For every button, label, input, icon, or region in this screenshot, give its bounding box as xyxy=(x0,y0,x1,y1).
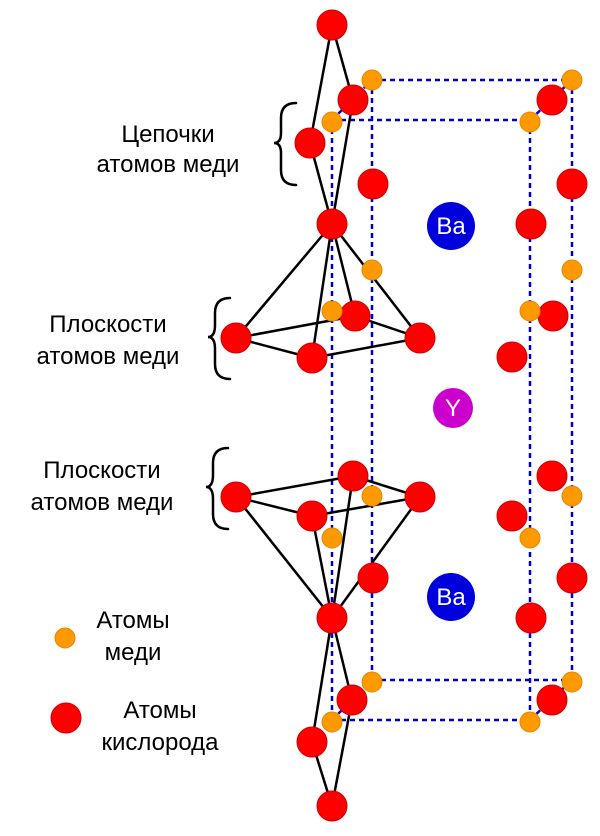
planes-lower-label-line2: атомов меди xyxy=(31,489,174,516)
oxygen-atom xyxy=(316,9,348,41)
planes-upper-label-line2: атомов меди xyxy=(37,343,180,370)
oxygen-atom xyxy=(515,602,547,634)
legend: Атомы меди Атомы кислорода xyxy=(50,607,219,756)
copper-atom xyxy=(321,527,343,549)
oxygen-atom xyxy=(316,208,348,240)
copper-atoms xyxy=(321,69,583,733)
copper-atom xyxy=(361,671,383,693)
legend-copper-line1: Атомы xyxy=(96,607,169,634)
oxygen-atom xyxy=(336,684,368,716)
legend-copper-line2: меди xyxy=(105,639,162,666)
oxygen-atom xyxy=(357,168,389,200)
oxygen-atom xyxy=(316,602,348,634)
planes-lower-label-line1: Плоскости xyxy=(43,457,160,484)
legend-copper-swatch xyxy=(54,627,76,649)
oxygen-atom xyxy=(496,500,528,532)
copper-atom xyxy=(519,111,541,133)
copper-atom xyxy=(561,671,583,693)
copper-atom xyxy=(321,711,343,733)
copper-atom xyxy=(561,485,583,507)
oxygen-atom xyxy=(220,322,252,354)
oxygen-atom xyxy=(556,168,588,200)
oxygen-atom xyxy=(339,300,371,332)
oxygen-atom xyxy=(404,322,436,354)
bonds xyxy=(235,24,422,807)
braces xyxy=(205,101,298,531)
oxygen-atom xyxy=(404,481,436,513)
copper-atom xyxy=(519,527,541,549)
chains-label-line1: Цепочки xyxy=(121,121,214,148)
brace-planes-lower xyxy=(205,446,230,531)
oxygen-atom xyxy=(515,208,547,240)
oxygen-atom xyxy=(537,300,569,332)
oxygen-atoms xyxy=(220,9,588,822)
brace-chains xyxy=(273,101,298,187)
barium-atom-bottom: Ba xyxy=(427,573,475,621)
oxygen-atom xyxy=(337,460,369,492)
brace-planes-upper xyxy=(207,296,232,381)
yttrium-atom: Y xyxy=(433,388,473,428)
legend-oxygen-line1: Атомы xyxy=(123,697,196,724)
oxygen-atom xyxy=(496,341,528,373)
barium-label-bottom: Ba xyxy=(436,584,466,611)
yttrium-label: Y xyxy=(445,395,461,422)
legend-oxygen-line2: кислорода xyxy=(101,729,219,756)
copper-atom xyxy=(361,69,383,91)
legend-oxygen-swatch xyxy=(50,702,82,734)
oxygen-atom xyxy=(296,500,328,532)
oxygen-atom xyxy=(316,790,348,822)
oxygen-atom xyxy=(296,342,328,374)
oxygen-atom xyxy=(536,684,568,716)
copper-atom xyxy=(561,259,583,281)
oxygen-atom xyxy=(556,562,588,594)
copper-atom xyxy=(519,711,541,733)
chains-label-line2: атомов меди xyxy=(97,151,240,178)
copper-atom xyxy=(561,69,583,91)
copper-atom xyxy=(361,259,383,281)
oxygen-atom xyxy=(294,127,326,159)
oxygen-atom xyxy=(536,460,568,492)
copper-atom xyxy=(321,111,343,133)
oxygen-atom xyxy=(357,562,389,594)
copper-atom xyxy=(321,300,343,322)
copper-atom xyxy=(361,485,383,507)
oxygen-atom xyxy=(536,84,568,116)
oxygen-atom xyxy=(220,481,252,513)
oxygen-atom xyxy=(337,84,369,116)
copper-atom xyxy=(519,300,541,322)
planes-upper-label-line1: Плоскости xyxy=(49,311,166,338)
barium-label-top: Ba xyxy=(436,213,466,240)
barium-atom-top: Ba xyxy=(427,202,475,250)
oxygen-atom xyxy=(296,726,328,758)
